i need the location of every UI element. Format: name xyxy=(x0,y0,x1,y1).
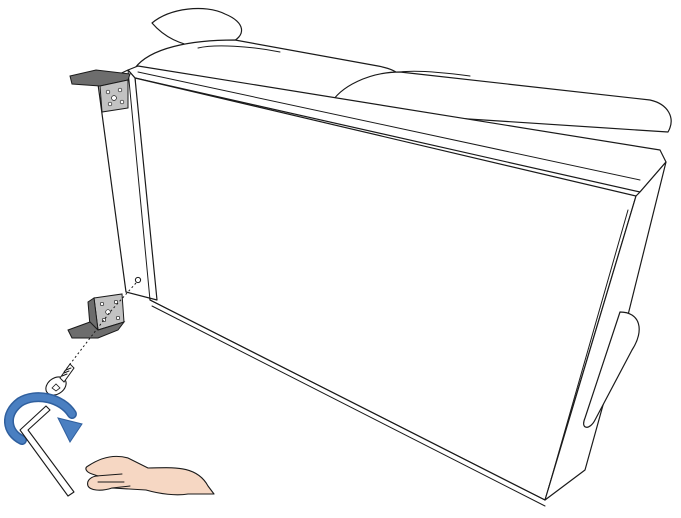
clockwise-rotation-arrow-icon xyxy=(9,397,82,442)
bracket-hole xyxy=(100,302,103,305)
bracket-hole xyxy=(112,96,117,101)
bracket-hole xyxy=(120,100,124,104)
bracket-hole xyxy=(106,310,111,315)
frame-screw-hole xyxy=(135,277,140,282)
bracket-hole xyxy=(114,300,117,303)
bracket-hole xyxy=(116,316,119,319)
top-bracket xyxy=(70,70,130,112)
bracket-hole xyxy=(118,88,122,92)
screw-shaft xyxy=(60,364,74,382)
hand-icon xyxy=(86,456,214,494)
bracket-hole xyxy=(106,90,110,94)
bracket-hole xyxy=(108,102,112,106)
lower-bracket xyxy=(68,294,124,338)
